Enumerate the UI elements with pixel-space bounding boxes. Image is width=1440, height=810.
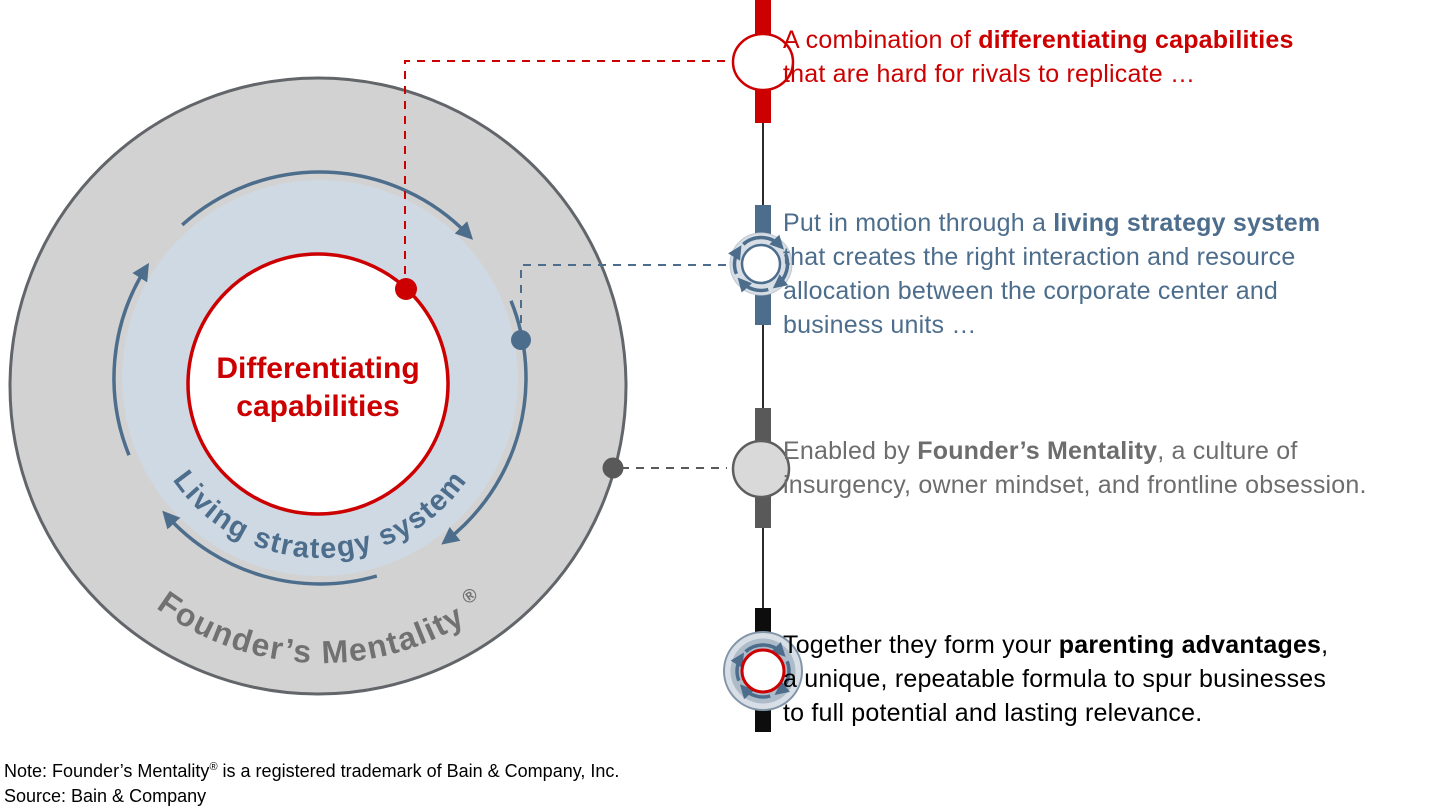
timeline-node-founders-mentality (731, 439, 791, 499)
annotation-3-line2: insurgency, owner mindset, and frontline… (783, 471, 1367, 499)
inner-circle-label-line2: capabilities (236, 390, 399, 423)
dot-differentiating-capabilities (395, 278, 417, 300)
dot-founders-mentality (602, 457, 624, 479)
annotation-3-bold: Founder’s Mentality (917, 437, 1158, 465)
footnote: Note: Founder’s Mentality® is a register… (4, 759, 619, 809)
annotation-2-bold: living strategy system (1053, 209, 1321, 237)
note-suffix: is a registered trademark of Bain & Comp… (217, 761, 620, 781)
note-line: Note: Founder’s Mentality® is a register… (4, 759, 619, 784)
annotation-4-text: Together they form your (783, 631, 1059, 659)
annotation-parenting-advantages: Together they form your parenting advant… (783, 628, 1440, 730)
dot-living-strategy-system (511, 330, 531, 350)
annotation-1-text: A combination of (783, 26, 979, 54)
cycle-arrow-top (181, 170, 474, 240)
annotation-3-text: Enabled by (783, 437, 918, 465)
timeline-node-living-strategy-system (728, 232, 793, 296)
note-registered-mark: ® (209, 761, 218, 773)
annotation-2-line4: business units … (783, 311, 977, 339)
annotation-living-strategy-system: Put in motion through a living strategy … (783, 206, 1440, 342)
annotation-2-line3: allocation between the corporate center … (783, 277, 1279, 305)
cycle-arrow-bottom (162, 510, 378, 586)
inner-circle-label-line1: Differentiating (216, 352, 419, 385)
cycle-arrow-left (112, 262, 150, 456)
annotation-2-text: Put in motion through a (783, 209, 1054, 237)
connector-dashed-red (404, 60, 727, 289)
note-prefix: Note: Founder’s Mentality (4, 761, 210, 781)
source-line: Source: Bain & Company (4, 786, 207, 806)
annotation-1-line2: that are hard for rivals to replicate … (783, 60, 1196, 88)
timeline (723, 0, 803, 732)
annotation-3-suffix: , a culture of (1157, 437, 1298, 465)
annotation-1-bold: differentiating capabilities (978, 26, 1294, 54)
timeline-node-differentiating-capabilities (731, 32, 795, 92)
annotation-4-suffix: , (1321, 631, 1329, 659)
annotation-4-line2: a unique, repeatable formula to spur bus… (783, 665, 1327, 693)
annotation-4-line3: to full potential and lasting relevance. (783, 699, 1203, 727)
timeline-node-parenting-advantages (723, 631, 803, 711)
annotation-2-line2: that creates the right interaction and r… (783, 243, 1296, 271)
annotation-differentiating-capabilities: A combination of differentiating capabil… (783, 23, 1440, 91)
inner-circle-differentiating-capabilities (186, 252, 450, 516)
annotation-founders-mentality: Enabled by Founder’s Mentality, a cultur… (783, 434, 1440, 502)
annotation-4-bold: parenting advantages (1058, 631, 1322, 659)
